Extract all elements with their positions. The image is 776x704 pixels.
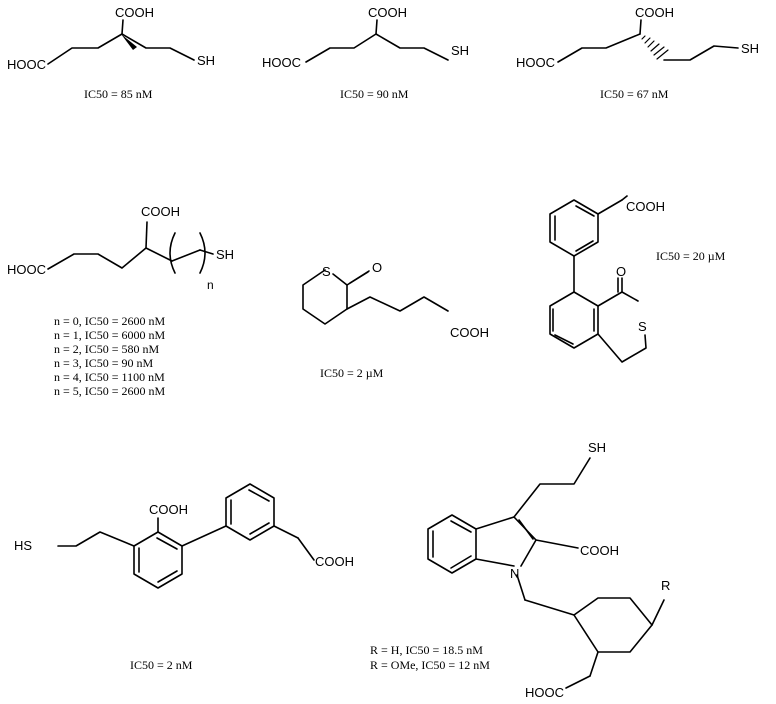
ring-sulfur-label: S — [638, 319, 647, 334]
compound-3-structure: HOOC COOH SH — [516, 5, 759, 70]
compound-4-structure: HOOC COOH SH n — [7, 204, 234, 292]
compound-5-caption: IC50 = 2 µM — [320, 366, 384, 380]
sh-label: SH — [451, 43, 469, 58]
cooh-label: COOH — [115, 5, 154, 20]
compound-1-structure: HOOC COOH SH — [7, 5, 215, 72]
cooh-label: COOH — [626, 199, 665, 214]
compound-1-caption: IC50 = 85 nM — [84, 87, 153, 101]
cooh-label: COOH — [141, 204, 180, 219]
svg-text:R = OMe, IC50 = 12 nM: R = OMe, IC50 = 12 nM — [370, 658, 490, 672]
ring-sulfur-label: S — [322, 264, 331, 279]
compound-6-caption: IC50 = 20 µM — [656, 249, 726, 263]
compound-8-structure: SH COOH N R HOOC — [427, 440, 670, 700]
hooc-label: HOOC — [7, 57, 46, 72]
compound-2-structure: HOOC COOH SH — [262, 5, 469, 70]
compound-4-captions: n = 0, IC50 = 2600 nM n = 1, IC50 = 6000… — [54, 314, 166, 398]
cooh-label-ring: COOH — [315, 554, 354, 569]
hooc-label: HOOC — [262, 55, 301, 70]
svg-text:R = H, IC50 = 18.5 nM: R = H, IC50 = 18.5 nM — [370, 643, 483, 657]
wedge-bond — [121, 34, 137, 50]
cooh-label: COOH — [450, 325, 489, 340]
sh-label: SH — [216, 247, 234, 262]
sh-label: SH — [741, 41, 759, 56]
indole-nitrogen-label: N — [510, 566, 519, 581]
hooc-label: HOOC — [525, 685, 564, 700]
svg-text:n = 4, IC50 = 1100 nM: n = 4, IC50 = 1100 nM — [54, 370, 165, 384]
svg-text:n = 2, IC50 = 580 nM: n = 2, IC50 = 580 nM — [54, 342, 160, 356]
svg-text:n = 1, IC50 = 6000 nM: n = 1, IC50 = 6000 nM — [54, 328, 166, 342]
compound-7-structure: COOH HS COOH — [14, 483, 354, 589]
svg-text:n = 5, IC50 = 2600 nM: n = 5, IC50 = 2600 nM — [54, 384, 166, 398]
carbonyl-oxygen-label: O — [372, 260, 382, 275]
cooh-label: COOH — [149, 502, 188, 517]
cooh-label: COOH — [635, 5, 674, 20]
compound-7-caption: IC50 = 2 nM — [130, 658, 193, 672]
hooc-label: HOOC — [516, 55, 555, 70]
compound-2-caption: IC50 = 90 nM — [340, 87, 409, 101]
compound-3-caption: IC50 = 67 nM — [600, 87, 669, 101]
sh-label: SH — [197, 53, 215, 68]
hashed-wedge-bond — [641, 35, 669, 60]
compound-8-captions: R = H, IC50 = 18.5 nM R = OMe, IC50 = 12… — [370, 643, 490, 672]
hooc-label: HOOC — [7, 262, 46, 277]
svg-text:n = 0, IC50 = 2600 nM: n = 0, IC50 = 2600 nM — [54, 314, 166, 328]
compound-6-structure: COOH O S — [549, 195, 665, 363]
sh-label: SH — [588, 440, 606, 455]
r-group-label: R — [661, 578, 670, 593]
cooh-label: COOH — [580, 543, 619, 558]
svg-text:n = 3, IC50 = 90 nM: n = 3, IC50 = 90 nM — [54, 356, 154, 370]
cooh-label: COOH — [368, 5, 407, 20]
repeat-subscript-n: n — [207, 278, 214, 292]
compound-5-structure: S O COOH — [302, 260, 489, 340]
carbonyl-oxygen-label: O — [616, 264, 626, 279]
hs-label: HS — [14, 538, 32, 553]
